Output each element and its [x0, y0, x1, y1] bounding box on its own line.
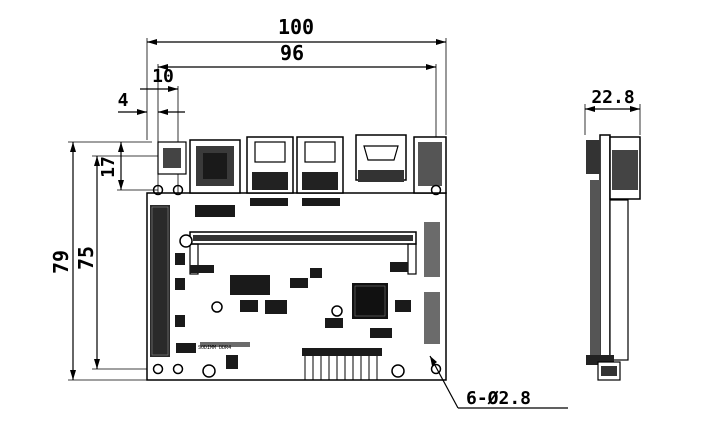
- pin-header-bottom: [304, 356, 378, 380]
- dimension-75-label: 75: [74, 246, 98, 270]
- dc-jack-connector: [413, 136, 447, 194]
- dimension-75: 75: [74, 155, 158, 370]
- dimension-79: 79: [49, 141, 152, 381]
- dimension-96: 96: [157, 41, 437, 200]
- hdmi-connector: [355, 134, 407, 182]
- dimension-100: 100: [146, 15, 447, 140]
- usb-connector-2: [296, 136, 344, 194]
- dimension-17: 17: [98, 142, 158, 191]
- rj45-connector: [189, 139, 241, 194]
- dimension-10-label: 10: [152, 66, 174, 87]
- side-pcb: [599, 134, 611, 371]
- dimension-17-label: 17: [98, 156, 119, 178]
- usb-connector-1: [246, 136, 294, 194]
- holes-callout: 6-Ø2.8: [429, 355, 568, 409]
- dimension-4: 4: [118, 90, 185, 115]
- dimension-79-label: 79: [49, 250, 73, 274]
- pcb-top-view: SODIMM DDR4: [146, 134, 447, 381]
- dimension-100-label: 100: [278, 15, 314, 39]
- dimension-22-8-label: 22.8: [591, 87, 634, 108]
- small-connector-left: [157, 141, 187, 175]
- mounting-holes: [152, 184, 442, 375]
- dimension-96-label: 96: [280, 41, 304, 65]
- board-marking: SODIMM DDR4: [198, 345, 231, 351]
- dimension-10: 10: [140, 66, 179, 200]
- dimension-4-label: 4: [118, 90, 129, 111]
- cpu-chip: [352, 283, 388, 319]
- holes-callout-label: 6-Ø2.8: [466, 388, 531, 409]
- components: [175, 198, 440, 380]
- side-view: 22.8: [584, 87, 641, 381]
- gpio-header: [150, 205, 170, 357]
